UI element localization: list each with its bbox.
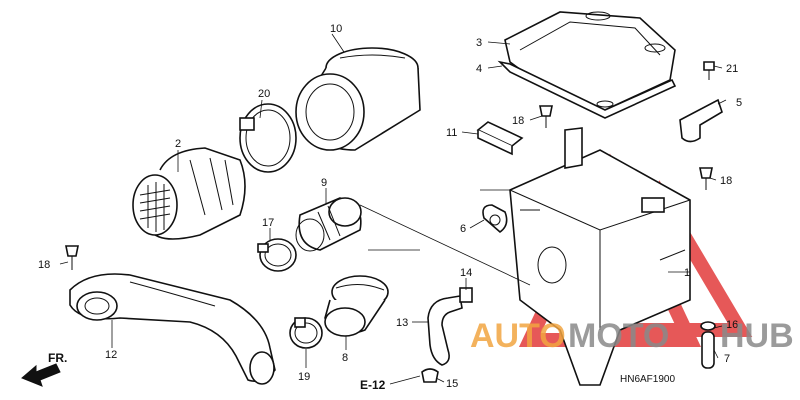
watermark-word-auto: AUTO: [470, 317, 566, 355]
callout-18-upper: 18: [512, 115, 524, 127]
inlet-duct: [69, 273, 276, 385]
callout-numbers: 10 20 2 9 17 8 19 12 18 3 4 18 11 21 5 1…: [38, 23, 742, 390]
callout-3: 3: [476, 37, 482, 49]
callout-18-right: 18: [720, 175, 732, 187]
section-reference: E-12: [360, 378, 386, 392]
clamp-19: [289, 317, 323, 349]
connecting-tube: [295, 197, 362, 252]
watermark-word-moto: MOTO: [568, 317, 669, 355]
screw-18-left: [65, 245, 79, 270]
drain-tube: [421, 287, 473, 383]
screw-18-right: [699, 167, 713, 190]
drain-plug: [700, 321, 716, 369]
callout-6: 6: [460, 223, 466, 235]
callout-15: 15: [446, 378, 458, 390]
watermark-word-hub: HUB: [720, 317, 794, 355]
bolt-21: [703, 61, 715, 80]
callout-10: 10: [330, 23, 342, 35]
callout-4: 4: [476, 63, 482, 75]
case-cover: [497, 11, 677, 119]
callout-13: 13: [396, 317, 408, 329]
callout-11: 11: [446, 127, 457, 139]
front-label: FR.: [48, 351, 67, 365]
callout-12: 12: [105, 349, 117, 361]
callout-14: 14: [460, 267, 472, 279]
callout-19: 19: [298, 371, 310, 383]
callout-9: 9: [321, 177, 327, 189]
drawing-code: HN6AF1900: [620, 374, 675, 385]
callout-21: 21: [726, 63, 738, 75]
air-filter-element: [295, 47, 421, 151]
callout-16: 16: [726, 319, 738, 331]
callout-17: 17: [262, 217, 274, 229]
clamp-17: [257, 238, 297, 272]
leader-lines: [59, 33, 727, 385]
air-cleaner-case: [509, 127, 691, 386]
callout-7: 7: [724, 353, 730, 365]
callout-1: 1: [684, 267, 690, 279]
callout-8: 8: [342, 352, 348, 364]
clamp-20: [239, 103, 297, 173]
watermark-wordmark: AUTO MOTO HUB: [470, 317, 794, 355]
joint-boot: [324, 275, 389, 337]
bracket: [679, 98, 723, 143]
front-arrow-icon: [21, 363, 61, 387]
front-direction-marker: FR.: [21, 351, 67, 387]
intake-pre-cleaner: [132, 147, 246, 240]
small-clamp: [482, 204, 508, 234]
callout-5: 5: [736, 97, 742, 109]
callout-20: 20: [258, 88, 270, 100]
callout-2: 2: [175, 138, 181, 150]
screw-18-upper: [539, 105, 553, 128]
callout-18-left: 18: [38, 259, 50, 271]
